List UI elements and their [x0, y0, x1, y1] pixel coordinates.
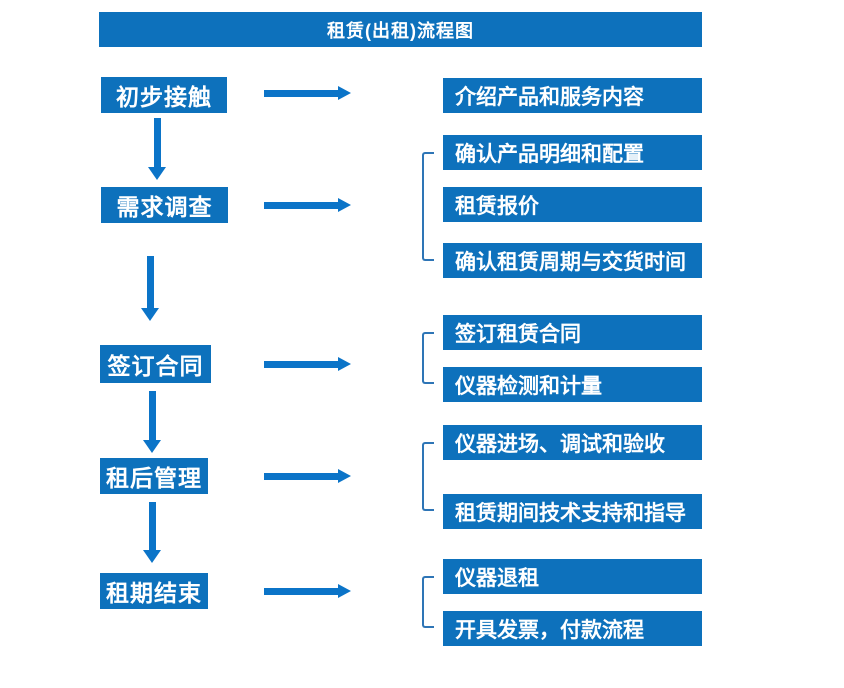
arrow-down-icon — [143, 391, 161, 453]
stage-box-contract-signing: 签订合同 — [100, 345, 211, 383]
stage-box-initial-contact: 初步接触 — [101, 77, 227, 113]
diagram-title: 租赁(出租)流程图 — [99, 12, 702, 47]
detail-box-confirm-product-details: 确认产品明细和配置 — [443, 135, 702, 170]
stage-box-demand-survey: 需求调查 — [101, 187, 228, 223]
detail-box-instrument-setup-acceptance: 仪器进场、调试和验收 — [443, 425, 702, 460]
detail-box-technical-support: 租赁期间技术支持和指导 — [443, 494, 702, 529]
arrow-right-icon — [264, 469, 351, 483]
stage-box-lease-end: 租期结束 — [100, 573, 208, 609]
arrow-down-icon — [148, 118, 166, 180]
group-bracket — [422, 576, 434, 628]
arrow-right-icon — [264, 357, 351, 371]
detail-box-instrument-testing: 仪器检测和计量 — [443, 367, 702, 402]
arrow-right-icon — [264, 198, 351, 212]
group-bracket — [422, 152, 434, 261]
detail-box-invoice-payment: 开具发票，付款流程 — [443, 611, 702, 646]
detail-box-sign-rental-contract: 签订租赁合同 — [443, 315, 702, 350]
detail-box-confirm-rental-period: 确认租赁周期与交货时间 — [443, 243, 702, 278]
arrow-down-icon — [141, 256, 159, 321]
arrow-right-icon — [264, 86, 351, 100]
detail-box-introduce-products: 介绍产品和服务内容 — [443, 78, 702, 113]
detail-box-instrument-return: 仪器退租 — [443, 559, 702, 594]
arrow-right-icon — [264, 584, 351, 598]
arrow-down-icon — [143, 502, 161, 563]
detail-box-rental-quote: 租赁报价 — [443, 187, 702, 222]
group-bracket — [422, 332, 434, 384]
stage-box-post-rental-management: 租后管理 — [100, 458, 208, 494]
group-bracket — [422, 442, 434, 511]
